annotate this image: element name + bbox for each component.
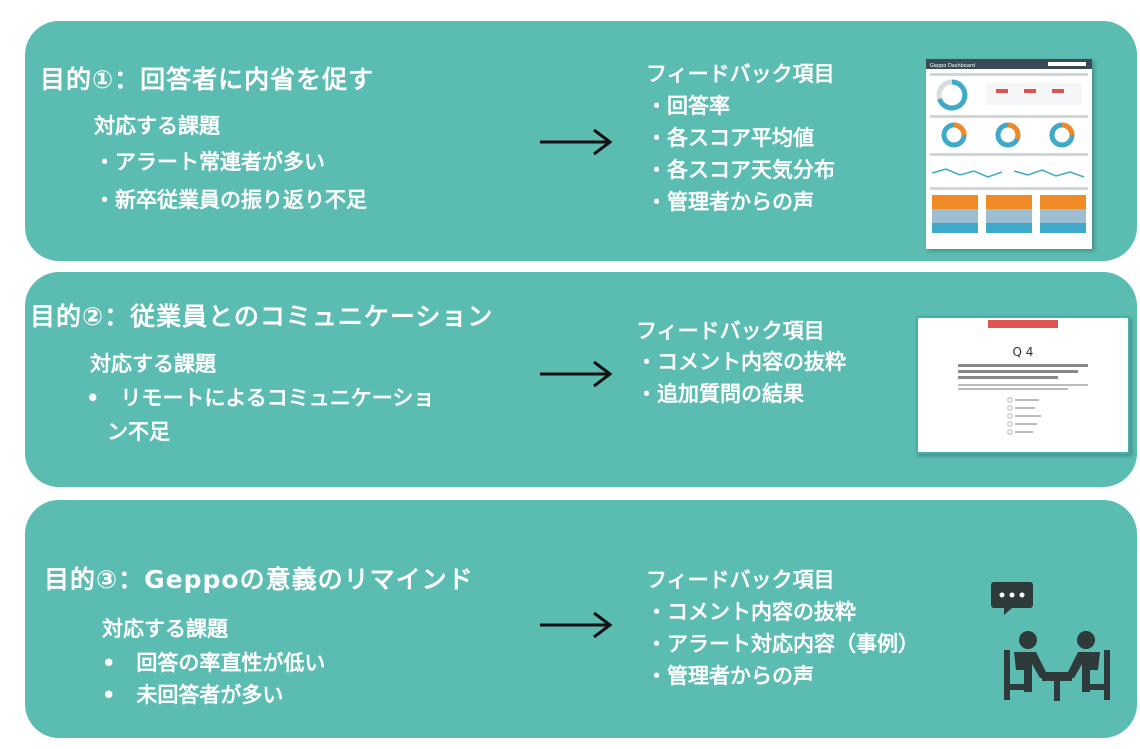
issue-item: ・アラート常連者が多い (94, 150, 325, 174)
issues-heading: 対応する課題 (90, 352, 216, 376)
meeting-icon (991, 582, 1110, 701)
issue-item: ン不足 (86, 420, 170, 444)
right-arrow-icon (540, 128, 613, 156)
feedback-item: ・追加質問の結果 (636, 382, 804, 406)
feedback-heading: フィードバック項目 (646, 62, 835, 86)
issue-item: • リモートによるコミュニケーショ (86, 386, 435, 410)
feedback-item: ・コメント内容の抜粋 (646, 600, 856, 624)
feedback-heading: フィードバック項目 (646, 568, 835, 592)
feedback-item: ・管理者からの声 (646, 664, 814, 688)
survey-illustration: Q 4 (958, 320, 1088, 435)
feedback-item: ・各スコア平均値 (646, 126, 814, 150)
section-title: 目的③：Geppoの意義のリマインド (44, 565, 474, 594)
issues-heading: 対応する課題 (94, 114, 220, 138)
feedback-item: ・回答率 (646, 94, 730, 118)
dashboard-screenshot: Geppo Dashboard (926, 59, 1092, 249)
issue-item: • 未回答者が多い (102, 683, 284, 707)
feedback-item: ・管理者からの声 (646, 190, 814, 214)
section-title: 目的①：回答者に内省を促す (40, 65, 375, 94)
right-arrow-icon (540, 611, 613, 639)
issues-heading: 対応する課題 (102, 617, 228, 641)
feedback-item: ・アラート対応内容（事例） (646, 632, 919, 656)
issue-item: • 回答の率直性が低い (102, 651, 326, 675)
dashboard-illustration: Geppo Dashboard (926, 59, 1092, 233)
right-arrow-icon (540, 360, 613, 388)
survey-question-label: Q 4 (1013, 345, 1034, 359)
feedback-heading: フィードバック項目 (636, 319, 825, 343)
issue-item: ・新卒従業員の振り返り不足 (94, 188, 367, 212)
feedback-item: ・各スコア天気分布 (646, 158, 835, 182)
section-card-3 (25, 500, 1137, 738)
section-title: 目的②：従業員とのコミュニケーション (30, 302, 494, 331)
dashboard-title: Geppo Dashboard (930, 63, 975, 69)
feedback-item: ・コメント内容の抜粋 (636, 350, 846, 374)
survey-question-screenshot: Q 4 (916, 316, 1130, 454)
